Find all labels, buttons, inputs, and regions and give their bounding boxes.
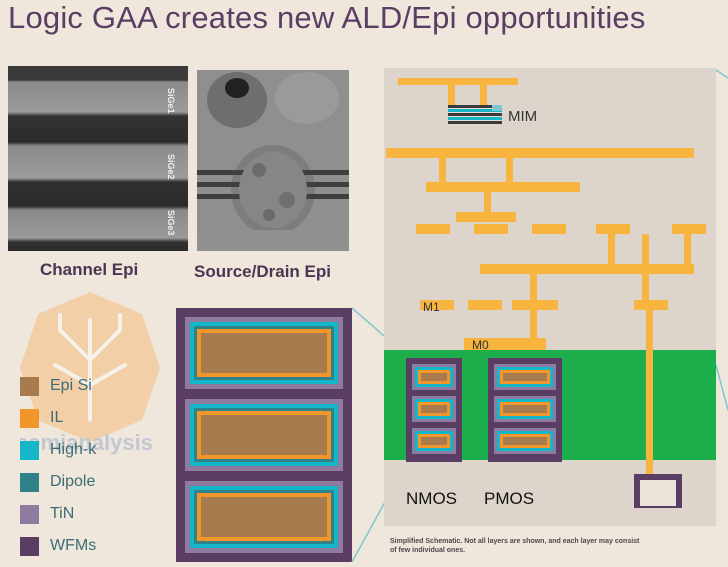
legend-label-dipole: Dipole bbox=[50, 473, 96, 490]
channel-layer-label: SiGe3 bbox=[166, 210, 176, 236]
sd-tem-svg bbox=[197, 70, 349, 251]
transistor-schematic: MIM M1 M0 NMOS PMOS bbox=[384, 68, 716, 526]
nanosheet-stack-1 bbox=[185, 317, 343, 389]
pmos-gate-stack bbox=[488, 358, 562, 462]
source-drain-epi-image bbox=[197, 70, 349, 251]
legend-label-wfms: WFMs bbox=[50, 537, 97, 554]
nmos-gate-stack bbox=[406, 358, 462, 462]
m0-label: M0 bbox=[472, 338, 489, 352]
legend-swatch-high-k bbox=[20, 441, 39, 460]
legend-label-tin: TiN bbox=[50, 505, 75, 522]
gate-stack-zoom bbox=[176, 308, 352, 562]
m1-label: M1 bbox=[423, 300, 440, 314]
nmos-label: NMOS bbox=[406, 489, 457, 508]
channel-layer-label: SiGe1 bbox=[166, 88, 176, 114]
legend-swatch-il bbox=[20, 409, 39, 428]
legend-label-il: IL bbox=[50, 409, 64, 426]
pmos-label: PMOS bbox=[484, 489, 535, 508]
legend-label-epi-si: Epi Si bbox=[50, 377, 92, 394]
mim-label: MIM bbox=[508, 108, 538, 125]
legend-label-high-k: High-k bbox=[50, 441, 97, 458]
legend-swatch-wfms bbox=[20, 537, 39, 556]
legend-swatch-dipole bbox=[20, 473, 39, 492]
mim-capacitor bbox=[448, 105, 502, 124]
legend-swatch-epi-si bbox=[20, 377, 39, 396]
legend: Epi Si IL High-k Dipole TiN WFMs bbox=[0, 0, 170, 567]
channel-epi-image: SiGe1 SiGe2 SiGe3 bbox=[8, 66, 188, 251]
schematic-note: Simplified Schematic. Not all layers are… bbox=[390, 538, 640, 554]
nanosheet-stack-3 bbox=[185, 481, 343, 553]
schematic-svg bbox=[384, 78, 716, 508]
legend-swatch-tin bbox=[20, 505, 39, 524]
page-title: Logic GAA creates new ALD/Epi opportunit… bbox=[8, 0, 646, 35]
source-drain-epi-caption: Source/Drain Epi bbox=[194, 262, 331, 281]
channel-epi-caption: Channel Epi bbox=[40, 260, 139, 279]
channel-layer-label: SiGe2 bbox=[166, 154, 176, 180]
nanosheet-stack-2 bbox=[185, 399, 343, 471]
